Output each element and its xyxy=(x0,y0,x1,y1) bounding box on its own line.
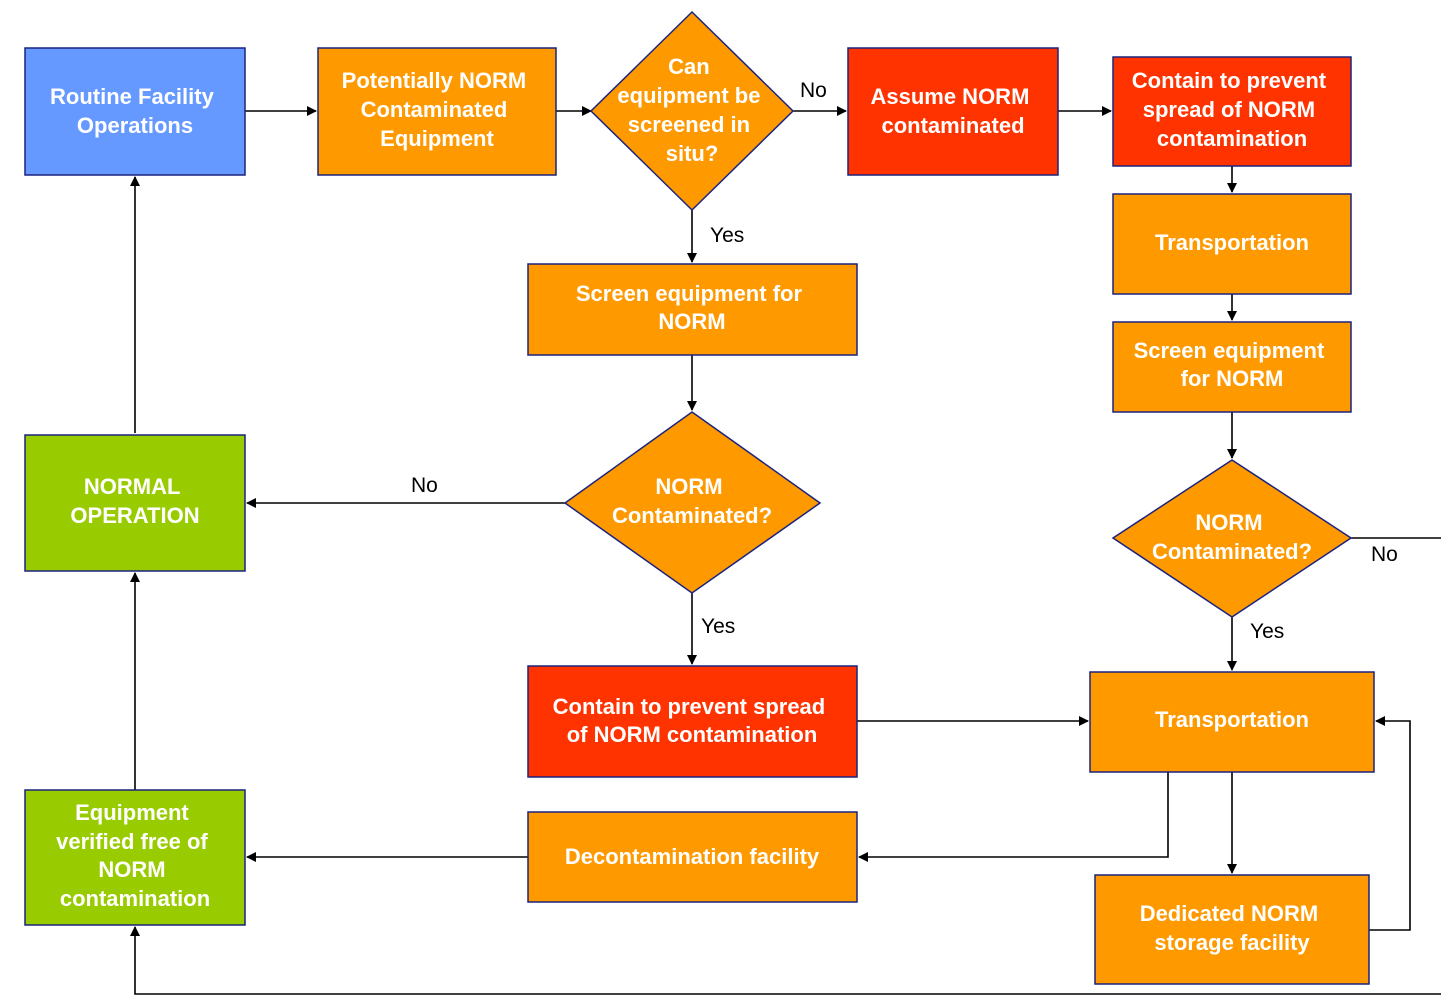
svg-text:NORM Contaminated?: NORM Contaminated? xyxy=(612,474,772,528)
node-transportation-bottom: Transportation xyxy=(1089,671,1375,773)
node-equipment-verified: Equipment verified free of NORM contamin… xyxy=(24,789,246,926)
flow-nodes: Routine Facility Operations Potentially … xyxy=(24,10,1375,985)
svg-text:Contain to prevent spread: Contain to prevent spread of NORM contam… xyxy=(553,694,832,747)
node-line: Equipment xyxy=(380,126,494,151)
svg-text:Routine Facility Opera: Routine Facility Operations xyxy=(50,84,220,138)
node-screen-middle: Screen equipment for NORM xyxy=(527,263,858,356)
node-contain-top-right: Contain to prevent spread of NORM contam… xyxy=(1112,56,1352,167)
node-contain-middle: Contain to prevent spread of NORM contam… xyxy=(527,665,858,778)
label-no-right: No xyxy=(1371,543,1398,566)
svg-text:Transportation: Transportation xyxy=(1155,230,1309,255)
node-line: Assume NORM xyxy=(870,84,1029,109)
svg-text:Potentially NORM Conta: Potentially NORM Contaminated Equipment xyxy=(342,68,533,151)
node-assume-contaminated: Assume NORM contaminated xyxy=(847,47,1059,176)
label-no-top: No xyxy=(800,79,827,102)
decision-screen-in-situ: Can equipment be screened in situ? xyxy=(589,10,795,212)
node-normal-operation: NORMAL OPERATION xyxy=(24,434,246,572)
node-line: Can xyxy=(668,54,710,79)
node-line: NORM xyxy=(98,857,165,882)
node-line: Operations xyxy=(77,113,193,138)
node-line: of NORM contamination xyxy=(567,722,818,747)
node-line: Potentially NORM xyxy=(342,68,527,93)
node-line: Contain to prevent spread xyxy=(553,694,826,719)
node-line: Contaminated? xyxy=(612,503,772,528)
node-potentially-contaminated: Potentially NORM Contaminated Equipment xyxy=(317,47,557,176)
node-line: Screen equipment xyxy=(1134,338,1325,363)
node-line: NORMAL xyxy=(84,474,180,499)
edge-storage-loop-to-transport xyxy=(1369,716,1411,931)
node-line: NORM xyxy=(655,474,722,499)
node-line: Equipment xyxy=(75,800,189,825)
node-line: verified free of xyxy=(56,829,208,854)
label-no-mid: No xyxy=(411,474,438,497)
node-line: Dedicated NORM xyxy=(1140,901,1318,926)
node-line: Decontamination facility xyxy=(565,844,820,869)
node-line: Transportation xyxy=(1155,230,1309,255)
node-decontamination-facility: Decontamination facility xyxy=(527,811,858,903)
svg-text:NORM Contaminated?: NORM Contaminated? xyxy=(1152,510,1312,564)
decision-contaminated-right: NORM Contaminated? xyxy=(1111,459,1353,618)
node-line: Contaminated xyxy=(361,97,508,122)
svg-text:Decontamination facility: Decontamination facility xyxy=(565,844,820,869)
node-line: Contain to prevent xyxy=(1132,68,1327,93)
svg-text:Transportation: Transportation xyxy=(1155,707,1309,732)
flow-connectors xyxy=(130,106,1441,995)
node-storage-facility: Dedicated NORM storage facility xyxy=(1094,874,1370,985)
node-line: situ? xyxy=(666,141,719,166)
decision-contaminated-middle: NORM Contaminated? xyxy=(563,411,822,594)
node-screen-right: Screen equipment for NORM xyxy=(1112,321,1352,413)
node-line: NORM xyxy=(658,309,725,334)
edge-labels: No Yes No Yes No Yes xyxy=(411,79,1398,643)
label-yes-right: Yes xyxy=(1250,620,1284,643)
node-transportation-top: Transportation xyxy=(1112,193,1352,295)
node-line: OPERATION xyxy=(70,503,199,528)
node-line: for NORM xyxy=(1181,366,1284,391)
edge-bottom-return-to-verified xyxy=(130,926,1441,995)
node-line: screened in xyxy=(628,112,750,137)
svg-text:NORMAL OPERATION: NORMAL OPERATION xyxy=(70,474,199,528)
node-line: equipment be xyxy=(617,83,760,108)
svg-text:Assume NORM contaminat: Assume NORM contaminated xyxy=(870,84,1035,138)
node-line: NORM xyxy=(1195,510,1262,535)
node-line: Routine Facility xyxy=(50,84,215,109)
svg-text:Can equipment be: Can equipment be screened in situ? xyxy=(617,54,766,166)
node-line: contamination xyxy=(1157,126,1307,151)
node-line: Contaminated? xyxy=(1152,539,1312,564)
node-routine-operations: Routine Facility Operations xyxy=(24,47,246,176)
node-line: Screen equipment for xyxy=(576,281,803,306)
node-line: Transportation xyxy=(1155,707,1309,732)
node-line: storage facility xyxy=(1154,930,1310,955)
svg-text:Dedicated NORM storage: Dedicated NORM storage facility xyxy=(1140,901,1325,955)
label-yes-top: Yes xyxy=(710,224,744,247)
node-line: contamination xyxy=(60,886,210,911)
svg-text:Equipment verified fre: Equipment verified free of NORM contamin… xyxy=(56,800,214,911)
label-yes-mid: Yes xyxy=(701,615,735,638)
svg-text:Contain to prevent spr: Contain to prevent spread of NORM contam… xyxy=(1132,68,1332,151)
node-line: spread of NORM xyxy=(1143,97,1315,122)
node-line: contaminated xyxy=(881,113,1024,138)
svg-text:Screen equipment for N: Screen equipment for NORM xyxy=(576,281,808,334)
edge-transport-to-decon xyxy=(858,772,1169,862)
svg-text:Screen equipment for N: Screen equipment for NORM xyxy=(1134,338,1331,391)
